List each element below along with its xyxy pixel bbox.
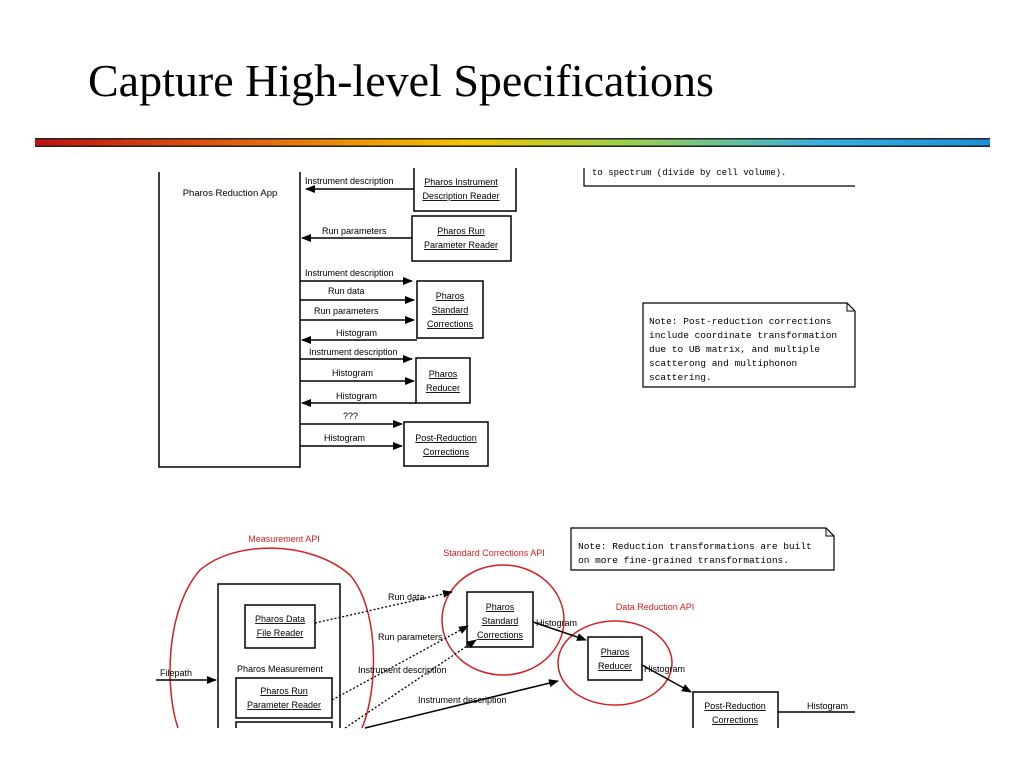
histogram-label-3: Histogram — [807, 701, 848, 711]
post-note-line3: due to UB matrix, and multiple — [649, 344, 820, 355]
label-unknown: ??? — [343, 411, 358, 421]
bottom-diagram: Measurement API Standard Corrections API… — [156, 527, 855, 729]
instrument-reader-box — [413, 168, 517, 212]
std-corrections-line3: Corrections — [427, 319, 474, 329]
app-box-label: Pharos Reduction App — [183, 188, 278, 199]
instrument-description-arrow-2 — [364, 679, 559, 729]
data-file-reader-line1: Pharos Data — [255, 614, 305, 624]
run-parameters-arrow — [331, 625, 469, 701]
bottom-std-corrections-line2: Standard — [482, 616, 519, 626]
measurement-label: Pharos Measurement — [237, 664, 324, 674]
instrument-description-label-1: Instrument description — [358, 665, 447, 675]
post-note-line2: include coordinate transformation — [649, 330, 837, 341]
run-parameter-reader-line1: Pharos Run — [260, 686, 308, 696]
title-rule — [35, 138, 990, 147]
app-box — [158, 172, 301, 468]
label-histogram-4: Histogram — [324, 433, 365, 443]
measurement-api-label: Measurement API — [248, 534, 320, 544]
bottom-reducer-line1: Pharos — [601, 647, 630, 657]
post-note-line4: scatterong and multiphonon — [649, 358, 797, 369]
run-reader-box — [411, 215, 512, 262]
post-note-fold — [846, 303, 855, 312]
reduction-note-line1: Note: Reduction transformations are buil… — [578, 541, 812, 552]
histogram-arrow-1 — [532, 621, 587, 641]
run-parameter-reader-line2: Parameter Reader — [247, 700, 321, 710]
label-histogram-2: Histogram — [332, 368, 373, 378]
post-reduction-box — [403, 421, 489, 467]
data-reduction-api-ellipse — [557, 620, 673, 706]
label-instrument-description-3: Instrument description — [309, 347, 398, 357]
label-run-parameters-1: Run parameters — [322, 226, 387, 236]
instrument-description-arrow-1 — [344, 639, 477, 729]
partial-note — [583, 168, 855, 187]
run-data-label: Run data — [388, 592, 425, 602]
histogram-arrow-2 — [641, 664, 692, 693]
standard-corrections-api-ellipse — [441, 564, 565, 676]
bottom-post-reduction-box — [692, 691, 779, 728]
instrument-description-label-2: Instrument description — [418, 695, 507, 705]
run-reader-line2: Parameter Reader — [424, 240, 498, 250]
reduction-note-line2: on more fine-grained transformations. — [578, 555, 789, 566]
measurement-box — [217, 583, 341, 728]
reducer-line1: Pharos — [429, 369, 458, 379]
filepath-label: Filepath — [160, 668, 192, 678]
data-file-reader-box — [244, 604, 316, 649]
bottom-reducer-box — [587, 636, 643, 681]
label-run-data: Run data — [328, 286, 365, 296]
label-run-parameters-2: Run parameters — [314, 306, 379, 316]
run-reader-line1: Pharos Run — [437, 226, 485, 236]
std-corrections-box — [416, 280, 484, 339]
partial-note-text: to spectrum (divide by cell volume). — [592, 168, 786, 178]
bottom-post-reduction-line2: Corrections — [712, 715, 759, 725]
bottom-reducer-line2: Reducer — [598, 661, 632, 671]
histogram-label-2: Histogram — [644, 664, 685, 674]
standard-corrections-api-label: Standard Corrections API — [443, 548, 545, 558]
histogram-label-1: Histogram — [536, 618, 577, 628]
post-reduction-line2: Corrections — [423, 447, 470, 457]
data-reduction-api-label: Data Reduction API — [616, 602, 695, 612]
label-instrument-description-2: Instrument description — [305, 268, 394, 278]
std-corrections-line1: Pharos — [436, 291, 465, 301]
bottom-std-corrections-box — [466, 591, 534, 648]
bottom-post-reduction-line1: Post-Reduction — [704, 701, 766, 711]
run-parameter-reader-box — [235, 677, 333, 719]
label-histogram-1: Histogram — [336, 328, 377, 338]
slide-title: Capture High-level Specifications — [88, 55, 714, 106]
label-instrument-description-1: Instrument description — [305, 176, 394, 186]
instrument-reader-line1: Pharos Instrument — [424, 177, 498, 187]
reduction-note-box — [570, 527, 835, 571]
reduction-note-fold — [825, 528, 834, 537]
label-histogram-3: Histogram — [336, 391, 377, 401]
post-reduction-line1: Post-Reduction — [415, 433, 477, 443]
reducer-box — [415, 357, 471, 404]
instrument-reader-line2: Description Reader — [422, 191, 499, 201]
measurement-api-ellipse — [169, 547, 375, 729]
run-data-arrow — [314, 590, 453, 624]
bottom-std-corrections-line1: Pharos — [486, 602, 515, 612]
post-note-box — [642, 302, 856, 388]
post-note-line1: Note: Post-reduction corrections — [649, 316, 831, 327]
clipped-inner-box — [235, 721, 333, 728]
run-parameters-label: Run parameters — [378, 632, 443, 642]
reducer-line2: Reducer — [426, 383, 460, 393]
data-file-reader-line2: File Reader — [257, 628, 304, 638]
post-note-line5: scattering. — [649, 372, 712, 383]
bottom-std-corrections-line3: Corrections — [477, 630, 524, 640]
std-corrections-line2: Standard — [432, 305, 469, 315]
top-diagram: Pharos Reduction App Pharos Instrument D… — [158, 168, 856, 468]
